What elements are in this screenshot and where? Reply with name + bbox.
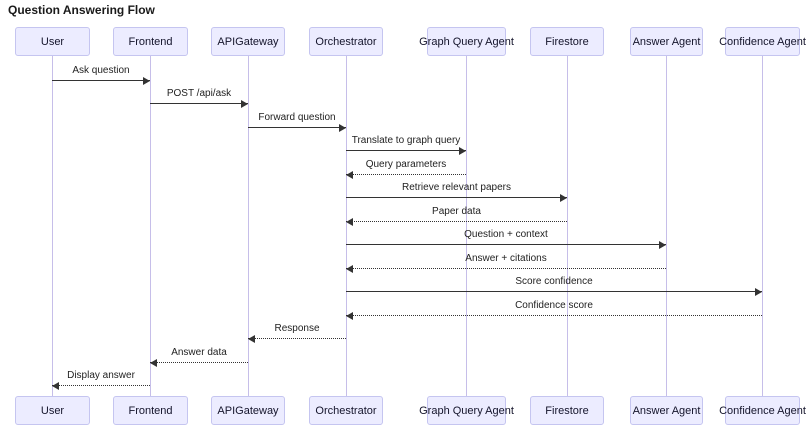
message-label-5: Query parameters xyxy=(365,159,447,170)
actor-box-confidence-agent-bottom: Confidence Agent xyxy=(719,396,806,425)
message-line-3 xyxy=(248,127,346,128)
actor-box-answer-agent-bottom: Answer Agent xyxy=(630,396,703,425)
lifeline-frontend xyxy=(149,56,151,396)
message-line-11 xyxy=(346,315,762,316)
message-label-4: Translate to graph query xyxy=(351,135,461,146)
message-line-6 xyxy=(346,197,567,198)
message-label-12: Response xyxy=(274,323,320,334)
arrowhead-icon xyxy=(346,170,353,179)
message-label-13: Answer data xyxy=(171,347,227,358)
arrowhead-icon xyxy=(346,311,353,320)
message-line-9 xyxy=(346,268,666,269)
actor-box-apigateway-top: APIGateway xyxy=(211,27,285,56)
arrowhead-icon xyxy=(755,287,762,296)
arrowhead-icon xyxy=(248,334,255,343)
message-line-13 xyxy=(150,362,248,363)
message-label-14: Display answer xyxy=(67,370,135,381)
arrowhead-icon xyxy=(143,76,150,85)
message-line-8 xyxy=(346,244,666,245)
message-line-12 xyxy=(248,338,346,339)
actor-box-answer-agent-top: Answer Agent xyxy=(630,27,703,56)
arrowhead-icon xyxy=(560,193,567,202)
message-label-7: Paper data xyxy=(432,206,481,217)
lifeline-confidence-agent xyxy=(761,56,763,396)
actor-box-user-bottom: User xyxy=(15,396,90,425)
diagram-title: Question Answering Flow xyxy=(8,3,155,17)
message-label-6: Retrieve relevant papers xyxy=(402,182,511,193)
message-label-8: Question + context xyxy=(464,229,548,240)
arrowhead-icon xyxy=(150,358,157,367)
actor-box-firestore-top: Firestore xyxy=(530,27,604,56)
message-line-10 xyxy=(346,291,762,292)
message-label-9: Answer + citations xyxy=(465,253,547,264)
arrowhead-icon xyxy=(241,99,248,108)
actor-box-firestore-bottom: Firestore xyxy=(530,396,604,425)
arrowhead-icon xyxy=(346,264,353,273)
message-label-2: POST /api/ask xyxy=(166,88,232,99)
message-label-1: Ask question xyxy=(72,65,130,76)
message-label-3: Forward question xyxy=(258,112,336,123)
arrowhead-icon xyxy=(659,240,666,249)
actor-box-graph-query-agent-bottom: Graph Query Agent xyxy=(419,396,514,425)
arrowhead-icon xyxy=(52,381,59,390)
actor-box-apigateway-bottom: APIGateway xyxy=(211,396,285,425)
message-label-11: Confidence score xyxy=(515,300,593,311)
lifeline-graph-query-agent xyxy=(465,56,467,396)
message-line-1 xyxy=(52,80,150,81)
lifeline-firestore xyxy=(566,56,568,396)
actor-box-frontend-top: Frontend xyxy=(113,27,188,56)
message-label-10: Score confidence xyxy=(515,276,593,287)
message-line-2 xyxy=(150,103,248,104)
lifeline-apigateway xyxy=(247,56,249,396)
actor-box-user-top: User xyxy=(15,27,90,56)
message-line-7 xyxy=(346,221,567,222)
actor-box-frontend-bottom: Frontend xyxy=(113,396,188,425)
message-line-14 xyxy=(52,385,150,386)
actor-box-graph-query-agent-top: Graph Query Agent xyxy=(419,27,514,56)
lifeline-answer-agent xyxy=(665,56,667,396)
lifeline-user xyxy=(51,56,53,396)
actor-box-orchestrator-top: Orchestrator xyxy=(309,27,383,56)
actor-box-confidence-agent-top: Confidence Agent xyxy=(719,27,806,56)
arrowhead-icon xyxy=(339,123,346,132)
arrowhead-icon xyxy=(459,146,466,155)
lifeline-orchestrator xyxy=(345,56,347,396)
message-line-5 xyxy=(346,174,466,175)
actor-box-orchestrator-bottom: Orchestrator xyxy=(309,396,383,425)
message-line-4 xyxy=(346,150,466,151)
arrowhead-icon xyxy=(346,217,353,226)
